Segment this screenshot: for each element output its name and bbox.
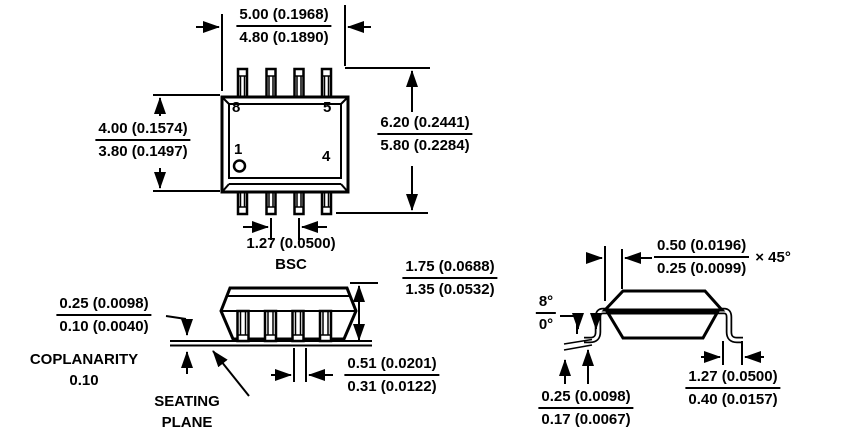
- pin-number-1: 1: [234, 141, 243, 158]
- dim-max-value: 1.27 (0.0500): [685, 366, 781, 389]
- dim-max-value: 5.00 (0.1968): [236, 4, 332, 27]
- dim-min-value: 0.17 (0.0067): [541, 411, 631, 428]
- pin-number-8: 8: [232, 99, 241, 116]
- dim-max-value: 0.51 (0.0201): [344, 353, 440, 376]
- dim-package-height: 1.75 (0.0688) 1.35 (0.0532): [402, 256, 498, 300]
- dim-chamfer-angle: × 45°: [755, 248, 791, 266]
- dim-min-value: 0.40 (0.0157): [688, 391, 778, 408]
- dim-max-value: 0.25 (0.0098): [538, 386, 634, 409]
- dim-lead-angle: 8° 0°: [535, 291, 557, 335]
- dim-body-depth: 4.00 (0.1574) 3.80 (0.1497): [95, 118, 191, 162]
- dim-min-value: 4.80 (0.1890): [239, 29, 329, 46]
- label-coplanarity: COPLANARITY 0.10: [29, 351, 139, 389]
- dim-min-value: 5.80 (0.2284): [380, 137, 470, 154]
- dim-min-value: 0°: [538, 316, 554, 333]
- dim-lead-width: 0.51 (0.0201) 0.31 (0.0122): [344, 353, 440, 397]
- dim-max-value: 6.20 (0.2441): [377, 112, 473, 135]
- dim-max-value: 0.50 (0.0196): [654, 235, 750, 258]
- top-view-body: [220, 95, 350, 194]
- dim-min-value: 3.80 (0.1497): [98, 143, 188, 160]
- pin-number-5: 5: [323, 99, 332, 116]
- dim-min-value: 0.31 (0.0122): [347, 378, 437, 395]
- dim-max-value: 8°: [535, 291, 557, 314]
- dim-foot-length: 1.27 (0.0500) 0.40 (0.0157): [685, 366, 781, 410]
- dim-pitch-qualifier: BSC: [275, 256, 307, 273]
- dim-max-value: 4.00 (0.1574): [95, 118, 191, 141]
- dim-max-value: 1.75 (0.0688): [402, 256, 498, 279]
- front-view-linework: [165, 282, 378, 397]
- pin-number-4: 4: [322, 148, 331, 165]
- dim-pitch-value: 1.27 (0.0500): [246, 235, 336, 252]
- dim-max-value: 0.25 (0.0098): [56, 293, 152, 316]
- label-seating-plane: SEATING PLANE: [154, 393, 220, 431]
- side-view-linework: [559, 246, 764, 384]
- pin1-indicator-dot: [232, 159, 247, 173]
- dim-lead-span: 6.20 (0.2441) 5.80 (0.2284): [377, 112, 473, 156]
- dim-chamfer: 0.50 (0.0196) 0.25 (0.0099) × 45°: [654, 235, 791, 279]
- side-view-body: [601, 289, 726, 312]
- dim-coplanarity: 0.25 (0.0098) 0.10 (0.0040): [56, 293, 152, 337]
- top-view-linework: [153, 5, 430, 240]
- dim-package-width: 5.00 (0.1968) 4.80 (0.1890): [236, 4, 332, 48]
- dim-min-value: 0.10 (0.0040): [59, 318, 149, 335]
- dim-lead-thickness: 0.25 (0.0098) 0.17 (0.0067): [538, 386, 634, 430]
- dim-min-value: 0.25 (0.0099): [657, 260, 747, 277]
- dim-pin-pitch: 1.27 (0.0500) BSC: [246, 233, 335, 275]
- dim-min-value: 1.35 (0.0532): [405, 281, 495, 298]
